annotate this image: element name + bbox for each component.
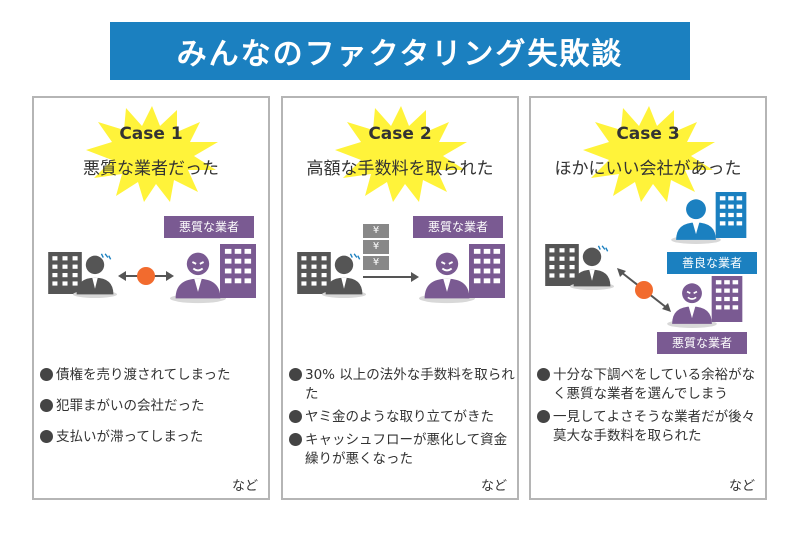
case-scene: 善良な業者 悪質な業者 [531, 208, 765, 358]
bad-vendor-person-icon [170, 248, 226, 304]
bullet-icon [289, 368, 302, 381]
bullet-icon [289, 410, 302, 423]
bad-vendor-building-icon [220, 244, 256, 298]
list-item: 債権を売り渡されてしまった [40, 366, 266, 385]
list-item: 30% 以上の法外な手数料を取られた [289, 366, 515, 404]
case-items: 債権を売り渡されてしまった 犯罪まがいの会社だった 支払いが滞ってしまった [40, 366, 266, 459]
etc-label: など [231, 479, 258, 494]
case-panel-3: Case 3 ほかにいい会社があった 善良な業者 悪質な業者 十分な下調べをして… [529, 96, 767, 500]
page-title: みんなのファクタリング失敗談 [176, 37, 624, 72]
arrow-right-icon [363, 272, 419, 282]
case-subtitle: ほかにいい会社があった [554, 159, 742, 179]
list-item: 犯罪まがいの会社だった [40, 397, 266, 416]
bullet-icon [289, 433, 302, 446]
etc-label: など [480, 479, 507, 494]
exchange-arrow-icon [617, 268, 671, 312]
bullet-icon [40, 368, 53, 381]
case-label: Case 1 [119, 124, 183, 144]
person-icon [321, 252, 367, 298]
bullet-icon [40, 430, 53, 443]
bad-vendor-building-icon [711, 276, 743, 322]
case-items: 30% 以上の法外な手数料を取られた ヤミ金のような取り立てがきた キャッシュフ… [289, 366, 515, 473]
list-item: 一見してよさそうな業者だが後々莫大な手数料を取られた [537, 408, 763, 446]
list-item: 十分な下調べをしている余裕がなく悪質な業者を選んでしまう [537, 366, 763, 404]
list-item: 支払いが滞ってしまった [40, 428, 266, 447]
case-scene: 悪質な業者 [34, 208, 268, 358]
person-icon [72, 252, 118, 298]
person-icon [569, 244, 615, 290]
case-scene: 悪質な業者 ¥ ¥ ¥ [283, 208, 517, 358]
yen-box-icon: ¥ [363, 224, 389, 238]
case-panel-1: Case 1 悪質な業者だった 悪質な業者 債権を売り渡されてしまった 犯罪まが… [32, 96, 270, 500]
bad-vendor-tag: 悪質な業者 [164, 216, 254, 238]
bad-vendor-person-icon [667, 280, 717, 328]
bad-vendor-person-icon [419, 248, 475, 304]
yen-box-icon: ¥ [363, 256, 389, 270]
good-vendor-person-icon [671, 196, 721, 244]
yen-box-icon: ¥ [363, 240, 389, 254]
case-label: Case 3 [616, 124, 680, 144]
case-items: 十分な下調べをしている余裕がなく悪質な業者を選んでしまう 一見してよさそうな業者… [537, 366, 763, 450]
case-label: Case 2 [368, 124, 432, 144]
bullet-icon [40, 399, 53, 412]
etc-label: など [728, 479, 755, 494]
bullet-icon [537, 368, 550, 381]
bad-vendor-tag: 悪質な業者 [413, 216, 503, 238]
bullet-icon [537, 410, 550, 423]
list-item: キャッシュフローが悪化して資金繰りが悪くなった [289, 431, 515, 469]
case-subtitle: 悪質な業者だった [83, 159, 219, 179]
good-vendor-tag: 善良な業者 [667, 252, 757, 274]
yen-coin-stack: ¥ ¥ ¥ [363, 224, 389, 270]
bad-vendor-building-icon [469, 244, 505, 298]
list-item: ヤミ金のような取り立てがきた [289, 408, 515, 427]
bad-vendor-tag: 悪質な業者 [657, 332, 747, 354]
good-vendor-building-icon [715, 192, 747, 238]
exchange-arrow-icon [118, 267, 174, 285]
case-subtitle: 高額な手数料を取られた [306, 159, 494, 179]
title-banner: みんなのファクタリング失敗談 [110, 22, 690, 80]
case-panel-2: Case 2 高額な手数料を取られた 悪質な業者 ¥ ¥ ¥ 30% 以上の法外… [281, 96, 519, 500]
